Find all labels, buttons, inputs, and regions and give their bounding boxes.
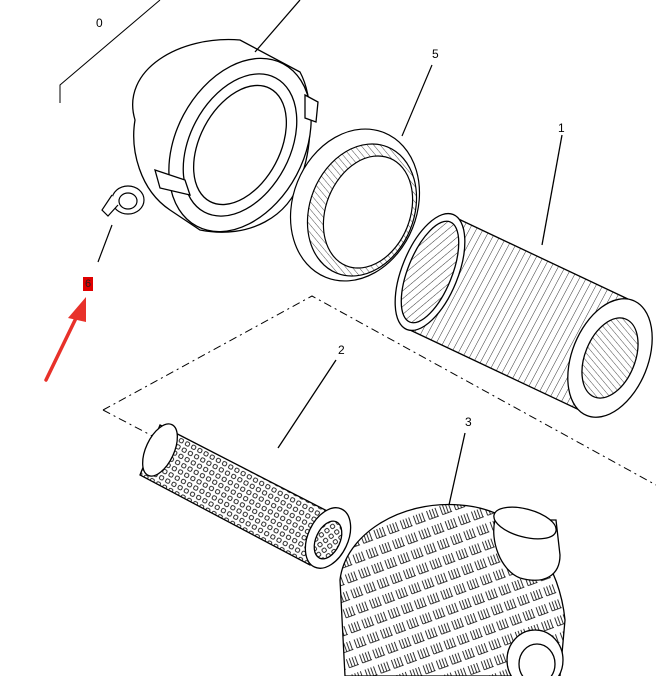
callout-2: 2 — [338, 343, 345, 357]
sealing-ring — [289, 64, 433, 282]
air-cleaner-housing — [339, 432, 566, 676]
safety-filter-element — [139, 359, 352, 569]
red-pointer-arrow — [44, 297, 86, 382]
optional-parts-outline — [102, 295, 656, 486]
assembly-group-bracket — [59, 0, 161, 103]
primary-filter-element — [394, 134, 653, 418]
callout-5: 5 — [432, 47, 439, 61]
callout-0: 0 — [96, 16, 103, 30]
callout-6-highlighted: 6 — [83, 277, 94, 291]
vacuator-valve — [97, 185, 145, 263]
air-cleaner-cover — [132, 0, 319, 233]
callout-3: 3 — [465, 415, 472, 429]
callout-1: 1 — [558, 121, 565, 135]
